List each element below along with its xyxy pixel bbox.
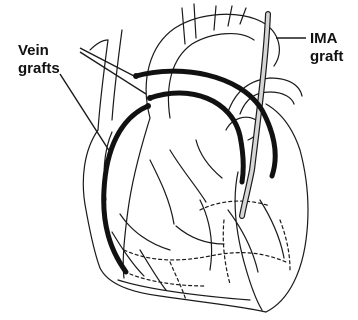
vein-pointer-lines bbox=[60, 48, 146, 152]
coronary-branch-6 bbox=[176, 226, 224, 244]
graft-anastomoses bbox=[133, 73, 153, 109]
vein-label-line2: grafts bbox=[18, 60, 60, 78]
coronary-branch-2 bbox=[170, 150, 206, 202]
coronary-branch-5 bbox=[120, 214, 170, 250]
vessel-top-4 bbox=[228, 6, 232, 26]
vein-grafts-label: Vein grafts bbox=[18, 42, 60, 78]
ima-graft-label: IMA graft bbox=[310, 30, 343, 66]
posterior-vessel-4 bbox=[170, 262, 186, 300]
heart-outline-left bbox=[100, 268, 266, 312]
vessel-top-1 bbox=[182, 8, 185, 44]
vein-label-line1: Vein bbox=[18, 42, 60, 60]
svc-left bbox=[98, 40, 108, 130]
right-ventricle-edge bbox=[123, 118, 150, 278]
vessel-top-3 bbox=[214, 6, 216, 30]
svc-top bbox=[90, 40, 108, 50]
anastomosis-middle bbox=[147, 95, 153, 101]
coronary-branch-7 bbox=[140, 250, 166, 290]
posterior-vessel-1 bbox=[124, 250, 286, 262]
ima-label-line1: IMA bbox=[310, 30, 343, 48]
ima-label-line2: graft bbox=[310, 48, 343, 66]
heart-outline-bottom bbox=[118, 280, 250, 300]
coronary-branch-4 bbox=[228, 210, 258, 272]
coronary-branch-3 bbox=[200, 200, 212, 270]
vein-graft-lower bbox=[104, 106, 148, 272]
posterior-vessel-6 bbox=[130, 274, 206, 286]
right-atrium bbox=[83, 130, 100, 268]
posterior-vessel-3 bbox=[223, 220, 230, 284]
vessel-top-2 bbox=[194, 4, 196, 38]
coronary-branch-9 bbox=[196, 140, 222, 178]
coronary-branch-8 bbox=[260, 200, 284, 258]
anastomosis-lower bbox=[145, 103, 151, 109]
vein-graft-middle bbox=[150, 93, 243, 182]
coronary-branch-1 bbox=[150, 160, 174, 224]
